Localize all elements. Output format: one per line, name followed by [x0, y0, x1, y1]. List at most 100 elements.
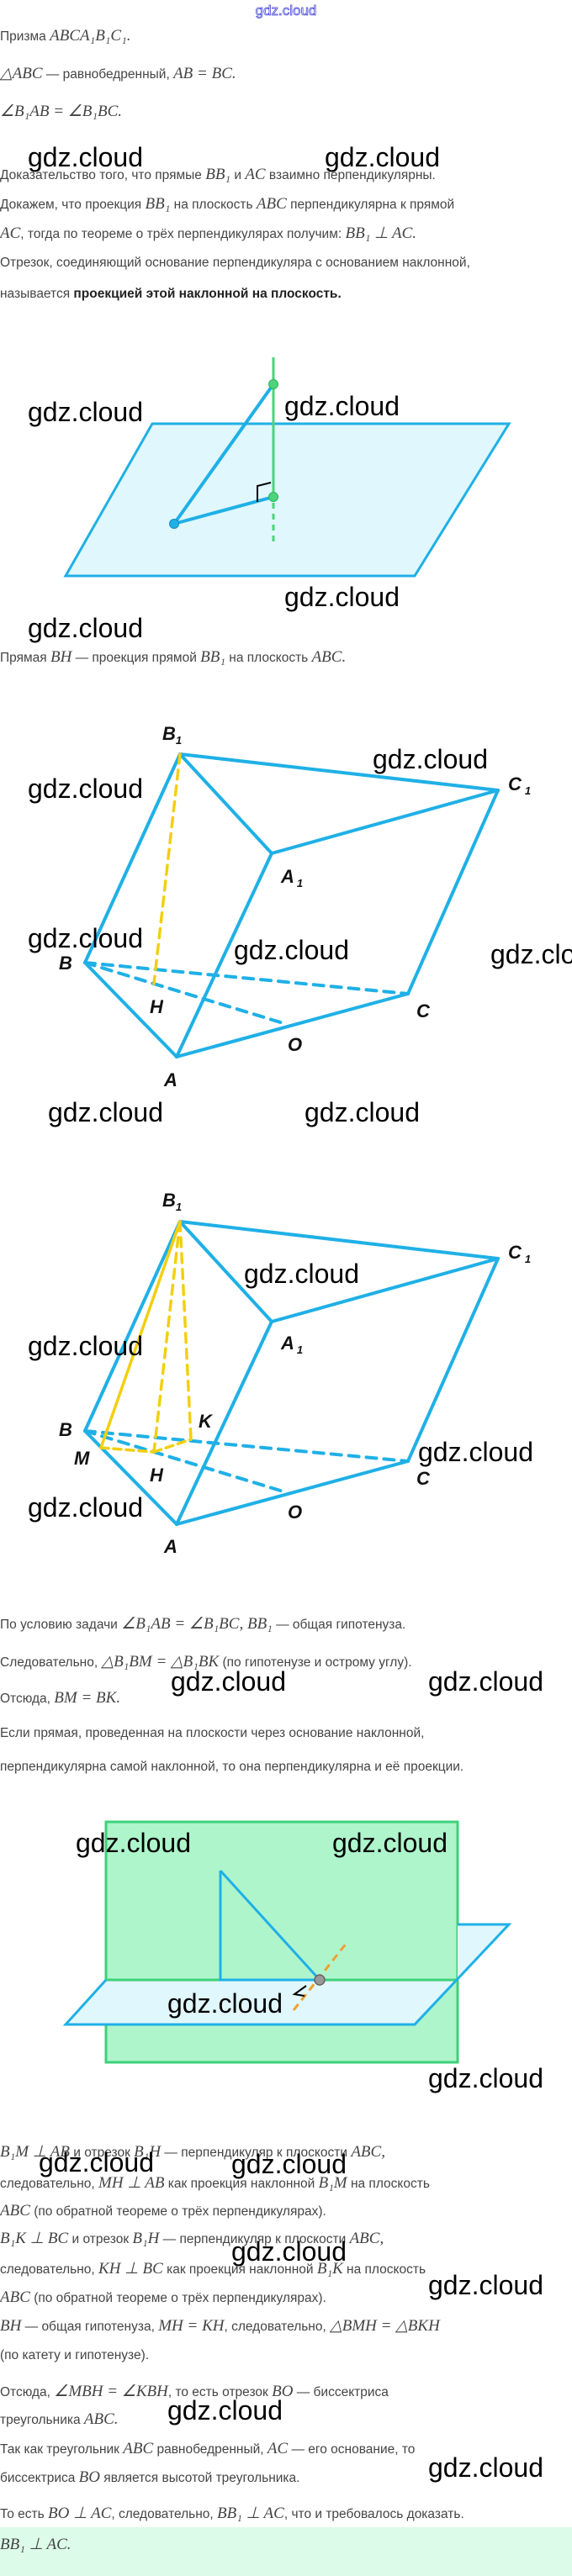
text-line: Если прямая, проведенная на плоскости че… [0, 1723, 424, 1744]
text-line: следовательно, MH ⊥ AB как проекция накл… [0, 2173, 430, 2193]
text-segment: , следовательно, [224, 2320, 331, 2334]
math-expression: BB₁ ⊥ AC. [0, 2536, 72, 2553]
watermark: gdz.cloud [28, 613, 143, 643]
text-line: По условию задачи ∠B₁AB = ∠B₁BC, BB₁ — о… [0, 1614, 405, 1634]
oblique-line [172, 383, 275, 525]
text-line: △ABC — равнобедренный, AB = BC. [0, 64, 236, 84]
text-segment: и отрезок [69, 2146, 135, 2160]
text-line: треугольника ABC. [0, 2410, 119, 2430]
math-expression: ∠B₁AB = ∠B₁BC. [0, 103, 123, 120]
text-segment: является высотой треугольника. [100, 2471, 300, 2485]
text-line: Докажем, что проекция BB₁ на плоскость A… [0, 194, 454, 214]
watermark: gdz.cloud [428, 2063, 543, 2093]
math-expression: MH = KH [158, 2317, 225, 2335]
math-expression: ABC, [349, 2230, 384, 2247]
watermark: gdz.cloud [332, 1828, 448, 1858]
math-expression: MH ⊥ AB [98, 2174, 165, 2192]
label-b1: B1 [162, 723, 182, 747]
watermark: gdz.cloud [428, 1666, 543, 1697]
text-line: ABC (по обратной теореме о трёх перпенди… [0, 2288, 326, 2308]
text-line: То есть BO ⊥ AC, следовательно, BB₁ ⊥ AC… [0, 2504, 464, 2524]
label-b1: B1 [162, 1190, 182, 1213]
answer-box: BB₁ ⊥ AC. [0, 2527, 572, 2576]
math-expression: ABC [0, 2202, 30, 2220]
plane [63, 422, 511, 578]
math-expression: ABCA₁B₁C₁. [50, 27, 131, 45]
math-expression: KH ⊥ BC [98, 2260, 163, 2278]
text-segment: По условию задачи [0, 1618, 122, 1632]
text-segment: Доказательство того, что прямые [0, 168, 206, 182]
edge-bc-hidden [83, 1429, 410, 1463]
watermark: gdz.cloud [28, 923, 143, 953]
horizontal-plane [66, 1924, 509, 2024]
math-expression: B₁M [318, 2174, 347, 2192]
text-segment: треугольника [0, 2413, 84, 2427]
watermark: gdz.cloud [325, 142, 440, 172]
math-expression: ∠MBH = ∠KBH [54, 2383, 168, 2400]
text-segment: Так как треугольник [0, 2442, 124, 2457]
text-segment: — проекция прямой [72, 651, 201, 665]
right-angle-mark [257, 482, 272, 502]
watermark: gdz.cloud [28, 397, 143, 427]
segment-bo [83, 1429, 288, 1494]
figure-plane-perpendicular [63, 357, 511, 578]
text-line: Отсюда, ∠MBH = ∠KBH, то есть отрезок BO … [0, 2382, 389, 2402]
text-segment: , следовательно, [111, 2507, 218, 2521]
edge-b1a1 [178, 752, 273, 855]
math-expression: BH [50, 648, 72, 666]
text-line: Отсюда, BM = BK. [0, 1688, 120, 1708]
watermark: gdz.cloud [428, 2270, 543, 2300]
answer-text: BB₁ ⊥ AC. [0, 2535, 72, 2555]
math-expression: BB₁ ⊥ AC [217, 2505, 284, 2522]
math-expression: △B₁BM = △B₁BK [101, 1653, 220, 1671]
watermark: gdz.cloud [28, 1331, 143, 1361]
text-segment: перпендикулярна самой наклонной, то она … [0, 1760, 464, 1774]
text-segment: Отсюда, [0, 2385, 55, 2399]
edge-b1c1 [178, 1220, 500, 1260]
label-o: O [288, 1034, 302, 1055]
segment-b1k [178, 1220, 193, 1441]
watermarks: gdz.cloud gdz.cloud gdz.cloud gdz.cloud … [28, 142, 572, 2483]
text-line: ABC (по обратной теореме о трёх перпенди… [0, 2201, 326, 2221]
math-expression: BO ⊥ AC [48, 2505, 112, 2522]
label-o: O [288, 1502, 302, 1523]
text-segment: на плоскость [342, 2262, 426, 2277]
text-segment: (по обратной теореме о трёх перпендикуля… [29, 2291, 326, 2305]
segment-b1h [152, 752, 182, 985]
edge-ba [83, 961, 178, 1058]
watermark: gdz.cloud [284, 582, 400, 612]
text-segment: как проекция наклонной [164, 2177, 319, 2191]
math-expression: BB₁ ⊥ AC. [345, 224, 417, 242]
text-line: AC, тогда по теореме о трёх перпендикуля… [0, 224, 416, 244]
math-expression: ABC [0, 2288, 30, 2306]
text-segment: биссектриса [0, 2471, 79, 2485]
text-line: следовательно, KH ⊥ BC как проекция накл… [0, 2259, 426, 2279]
math-expression: AC [245, 166, 266, 183]
math-expression: AC [267, 2440, 289, 2457]
watermark: gdz.cloud [418, 1437, 533, 1467]
text-line: Следовательно, △B₁BM = △B₁BK (по гипотен… [0, 1652, 412, 1672]
math-expression: ABC [256, 195, 287, 213]
edge-bc-hidden [83, 961, 410, 995]
text-segment: , тогда по теореме о трёх перпендикуляра… [20, 227, 346, 241]
label-b: B [59, 1419, 72, 1440]
text-segment: (по обратной теореме о трёх перпендикуля… [29, 2204, 326, 2219]
text-segment: , то есть отрезок [167, 2385, 273, 2399]
watermark: gdz.cloud [167, 1988, 283, 2019]
edge-ac [175, 1460, 410, 1526]
edge-a1c1 [270, 789, 500, 855]
triangle [219, 1869, 323, 1982]
edge-ac [175, 992, 410, 1058]
watermark: gdz.cloud [28, 773, 143, 804]
edge-a1c1 [270, 1257, 500, 1323]
watermark: gdz.cloud [28, 142, 143, 172]
text-segment: взаимно перпендикулярны. [265, 168, 436, 182]
watermark: gdz.cloud [373, 744, 488, 774]
watermark: gdz.cloud [171, 1666, 286, 1697]
math-expression: BB₁ [145, 195, 171, 213]
math-expression: BO [272, 2383, 294, 2400]
